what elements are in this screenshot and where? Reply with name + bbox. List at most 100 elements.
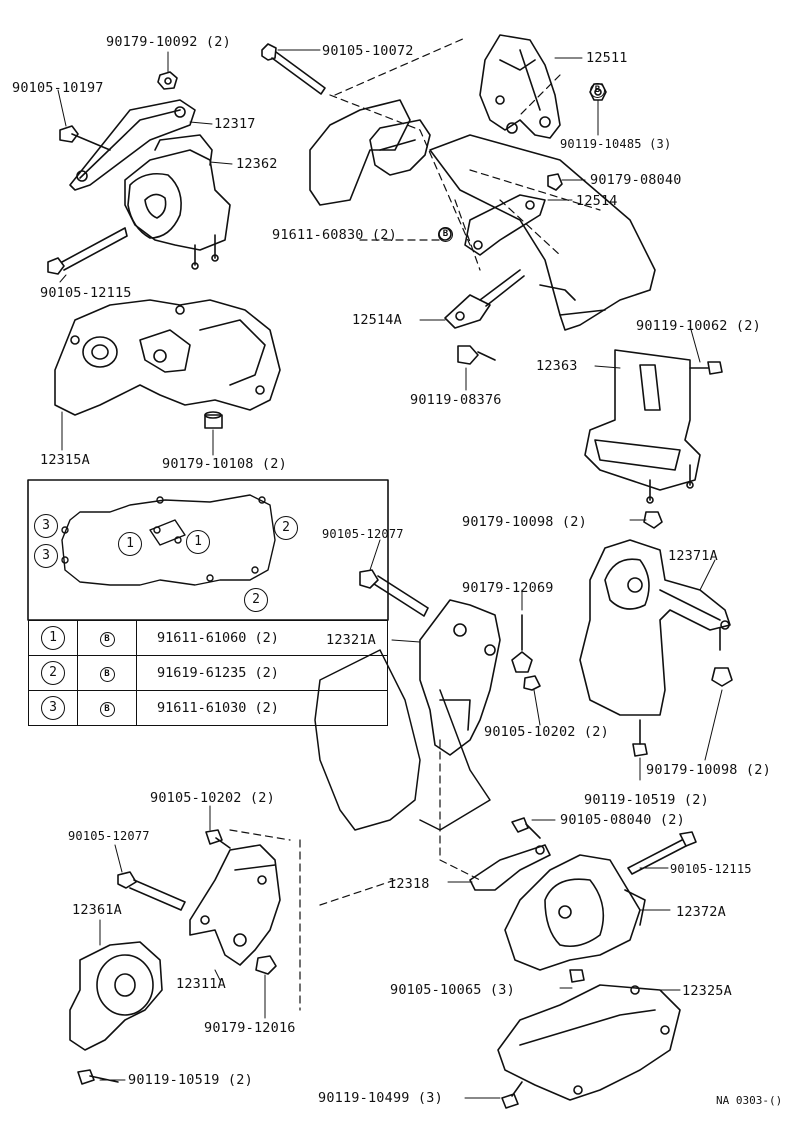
label-91611-60830: 91611-60830 (2): [272, 227, 397, 243]
legend-row: 1 B 91611-61060 (2): [28, 620, 388, 656]
label-90179-10098-upper: 90179-10098 (2): [462, 514, 587, 530]
bolt-90105-12115-lower: [627, 831, 697, 875]
label-90105-12115-top: 90105-12115: [40, 285, 132, 301]
label-90179-08040: 90179-08040: [590, 172, 682, 188]
legend-mark-3: B: [99, 702, 115, 717]
nut-90179-10098-lower: [711, 667, 733, 687]
legend-num-1: 1: [41, 626, 65, 650]
label-12371A: 12371A: [668, 548, 718, 564]
label-90119-08376: 90119-08376: [410, 392, 502, 408]
nut-90179-10098-upper: [643, 511, 663, 529]
bracket-12321A: [419, 599, 501, 756]
label-90105-10202-lower: 90105-10202 (2): [150, 790, 275, 806]
label-90105-10202-mid: 90105-10202 (2): [484, 724, 609, 740]
label-12311A: 12311A: [176, 976, 226, 992]
timing-cover-top: [309, 99, 431, 206]
label-90105-10072: 90105-10072: [322, 43, 414, 59]
inset-marker-2a: 2: [274, 516, 298, 540]
bolt-90119-10519-lower: [77, 1069, 119, 1085]
bracket-12514: [464, 194, 546, 256]
inset-gasket-outline: [61, 494, 276, 586]
bolt-90105-12077-mid: [359, 569, 429, 617]
engine-mount-12372A: [504, 854, 646, 971]
bracket-12511: [479, 34, 561, 139]
label-90119-10485: 90119-10485 (3): [560, 137, 672, 151]
engine-mount-12362: [124, 134, 231, 270]
housing-outline-top: [329, 37, 601, 271]
diagram-code: NA 0303-(): [716, 1094, 783, 1107]
bolt-90105-12077-lower: [117, 871, 186, 911]
label-90179-12016: 90179-12016: [204, 1020, 296, 1036]
label-12361A: 12361A: [72, 902, 122, 918]
label-90179-10108: 90179-10108 (2): [162, 456, 287, 472]
bolt-90105-10065: [569, 969, 585, 983]
legend-row: 3 B 91611-61030 (2): [28, 690, 388, 726]
engine-mount-12363: [584, 349, 701, 504]
legend-num-2: 2: [41, 661, 65, 685]
bolt-90105-10072: [261, 43, 326, 95]
inset-marker-1b: 1: [186, 530, 210, 554]
label-12363: 12363: [536, 358, 578, 374]
b-marker-91611-60830: B: [438, 227, 453, 242]
legend-part-2: 91619-61235 (2): [136, 655, 388, 691]
legend-mark-2: B: [99, 667, 115, 682]
housing-outline-lower: [229, 739, 481, 1011]
engine-mount-12371A: [579, 539, 731, 716]
bolt-legend-table: 1 B 91611-61060 (2) 2 B 91619-61235 (2) …: [28, 620, 388, 726]
bolt-90105-10202-mid: [523, 675, 541, 691]
inset-marker-2b: 2: [244, 588, 268, 612]
inset-marker-3b: 3: [34, 544, 58, 568]
bolt-90119-10499: [501, 1081, 523, 1109]
inset-marker-1a: 1: [118, 532, 142, 556]
label-90119-10499: 90119-10499 (3): [318, 1090, 443, 1106]
legend-mark-1: B: [99, 632, 115, 647]
legend-part-3: 91611-61030 (2): [136, 690, 388, 726]
legend-part-1: 91611-61060 (2): [136, 620, 388, 656]
label-90119-10519-lower: 90119-10519 (2): [128, 1072, 253, 1088]
label-90105-12077-lower: 90105-12077: [68, 829, 150, 843]
nut-90179-12069: [511, 614, 533, 673]
nut-90179-10092: [157, 71, 178, 90]
bolt-90105-10197: [59, 125, 111, 151]
label-12511: 12511: [586, 50, 628, 66]
label-90119-10519-mid: 90119-10519 (2): [584, 792, 709, 808]
label-90179-10098-lower: 90179-10098 (2): [646, 762, 771, 778]
b-marker-top: B: [590, 83, 605, 98]
bolt-90105-10202-lower: [205, 829, 231, 849]
bracket-12315A: [54, 299, 281, 416]
nut-90179-10108: [204, 411, 223, 429]
legend-num-3: 3: [41, 696, 65, 720]
bolt-90119-08376: [457, 345, 496, 365]
nut-90179-08040: [547, 173, 563, 191]
label-12315A: 12315A: [40, 452, 90, 468]
inset-box: [27, 479, 389, 621]
label-90179-12069: 90179-12069: [462, 580, 554, 596]
engine-mount-12361A: [69, 941, 163, 1051]
legend-row: 2 B 91619-61235 (2): [28, 655, 388, 691]
bracket-12318: [469, 844, 551, 891]
label-12362: 12362: [236, 156, 278, 172]
bracket-12311A: [189, 844, 281, 966]
bracket-12514A: [444, 269, 525, 329]
label-12514: 12514: [576, 193, 618, 209]
label-90105-12077-mid: 90105-12077: [322, 527, 404, 541]
leader-lines: [57, 49, 723, 1099]
label-90105-10065: 90105-10065 (3): [390, 982, 515, 998]
label-90119-10062: 90119-10062 (2): [636, 318, 761, 334]
label-90179-10092: 90179-10092 (2): [106, 34, 231, 50]
label-90105-12115-lower: 90105-12115: [670, 862, 752, 876]
bracket-12317: [69, 99, 196, 191]
bolt-90105-12115-top: [47, 227, 128, 275]
label-12325A: 12325A: [682, 983, 732, 999]
bolt-90105-08040: [511, 817, 541, 839]
label-12514A: 12514A: [352, 312, 402, 328]
label-12372A: 12372A: [676, 904, 726, 920]
label-90105-08040: 90105-08040 (2): [560, 812, 685, 828]
label-12318: 12318: [388, 876, 430, 892]
label-90105-10197: 90105-10197: [12, 80, 104, 96]
plate-12325A: [497, 984, 681, 1101]
transmission-case-lower: [314, 649, 491, 831]
transmission-case-top: [429, 134, 656, 331]
inset-marker-3a: 3: [34, 514, 58, 538]
